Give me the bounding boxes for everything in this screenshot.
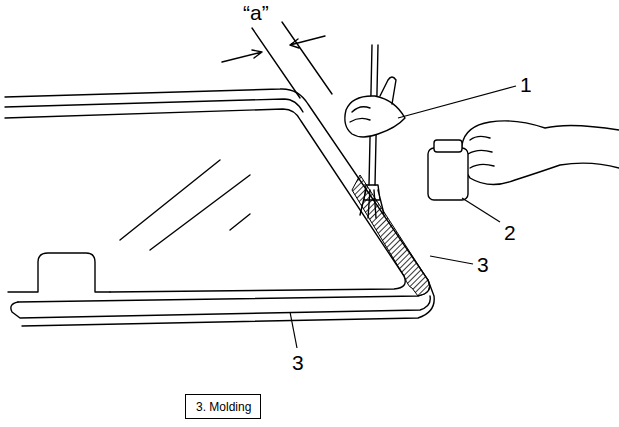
key-text: 3. Molding: [196, 400, 250, 414]
leader-line: [398, 86, 516, 118]
bottle-cap: [434, 140, 462, 152]
leader-line: [290, 312, 297, 348]
primer-bottle: [428, 148, 468, 200]
brush-bristles: [360, 185, 384, 218]
dimension-line: [252, 22, 332, 98]
glass-reflection: [120, 160, 250, 250]
primer-area: [352, 175, 430, 296]
glass-edge: [5, 109, 405, 292]
bottom-molding-inner: [22, 280, 434, 326]
callout-number: 3: [292, 352, 304, 373]
arm: [462, 121, 619, 185]
bottom-molding: [11, 296, 430, 318]
leader-line: [462, 198, 500, 222]
key-box: 3. Molding: [185, 394, 261, 419]
hand-fingers: [350, 77, 396, 122]
callout-number: 3: [477, 254, 489, 275]
leader-line: [430, 256, 473, 264]
callout-number: 1: [520, 74, 532, 95]
hand: [345, 96, 405, 137]
arm-fingers: [468, 136, 494, 168]
glass-notch: [8, 253, 110, 292]
dimension-arrow: [222, 36, 325, 62]
body-outline: [5, 89, 430, 302]
callout-number: 2: [504, 222, 516, 243]
dimension-label: “a”: [243, 2, 269, 23]
